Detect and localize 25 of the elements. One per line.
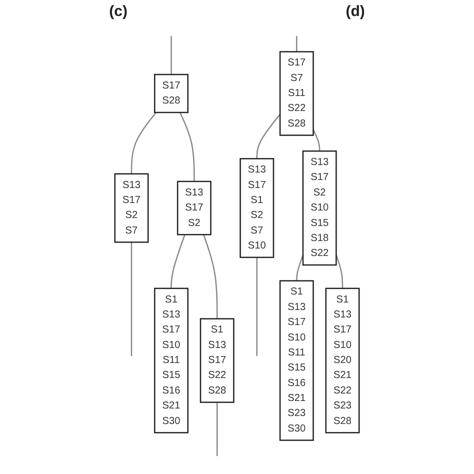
node-box: S1 S13 S17 S10 S20 S21 S22 S23 S28 — [325, 288, 360, 434]
node-box: S1 S13 S17 S22 S28 — [200, 318, 234, 403]
connector — [130, 112, 157, 174]
node-box: S17 S28 — [154, 74, 188, 114]
panel-label: (c) — [109, 2, 128, 20]
panel-label: (d) — [346, 2, 365, 20]
connector — [336, 254, 344, 288]
node-box: S17 S7 S11 S22 S28 — [279, 51, 314, 136]
connector — [130, 242, 132, 356]
connector — [170, 36, 172, 75]
connector — [312, 129, 320, 152]
node-box: S13 S17 S1 S2 S7 S10 — [240, 158, 274, 258]
node-box: S1 S13 S17 S10 S11 S15 S16 S21 S23 S30 — [279, 280, 314, 441]
connector — [256, 114, 281, 159]
node-box: S1 S13 S17 S10 S11 S15 S16 S21 S30 — [154, 288, 188, 434]
connector — [170, 234, 186, 288]
node-box: S13 S17 S2 S7 — [114, 173, 149, 243]
connector — [296, 36, 298, 52]
node-box: S13 S17 S2 S10 S15 S18 S22 — [302, 150, 337, 266]
connector — [216, 402, 218, 456]
connector — [296, 254, 304, 281]
node-box: S13 S17 S2 — [176, 180, 212, 236]
connector — [202, 234, 218, 319]
connector — [179, 112, 195, 182]
connector — [256, 257, 258, 356]
